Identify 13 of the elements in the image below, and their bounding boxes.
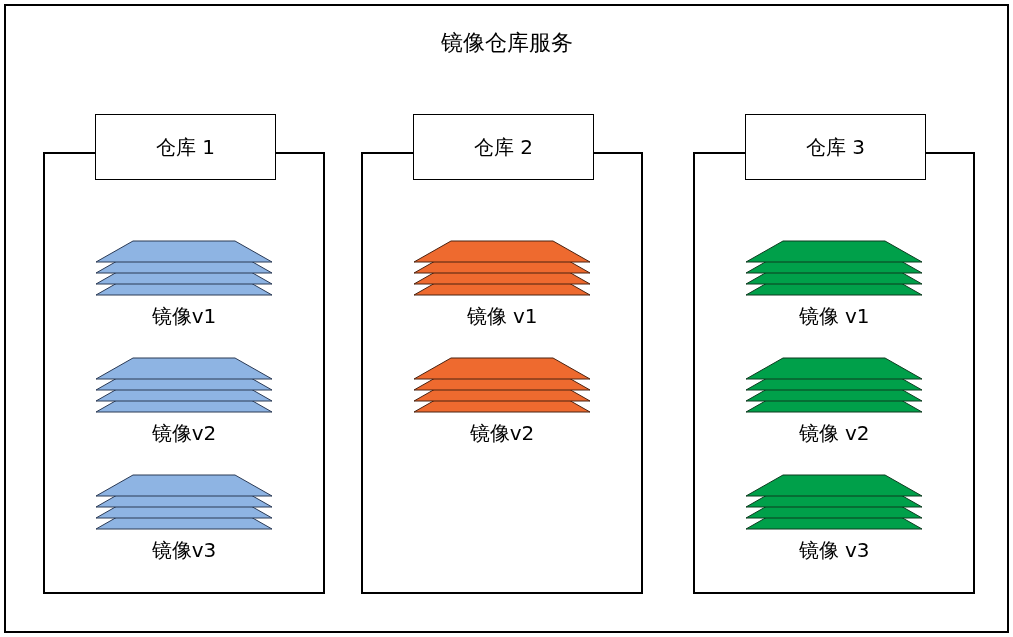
repository-tab: 仓库 1: [95, 114, 276, 180]
image-label: 镜像v3: [150, 537, 218, 564]
image-label: 镜像 v1: [797, 303, 871, 330]
image-label: 镜像v2: [468, 420, 536, 447]
image-label: 镜像 v3: [797, 537, 871, 564]
repository-tab: 仓库 3: [745, 114, 926, 180]
image-label: 镜像 v2: [797, 420, 871, 447]
image-label: 镜像v1: [150, 303, 218, 330]
service-frame: [4, 4, 1009, 633]
image-label: 镜像v2: [150, 420, 218, 447]
image-label: 镜像 v1: [465, 303, 539, 330]
service-title: 镜像仓库服务: [439, 29, 574, 57]
repository-tab: 仓库 2: [413, 114, 594, 180]
